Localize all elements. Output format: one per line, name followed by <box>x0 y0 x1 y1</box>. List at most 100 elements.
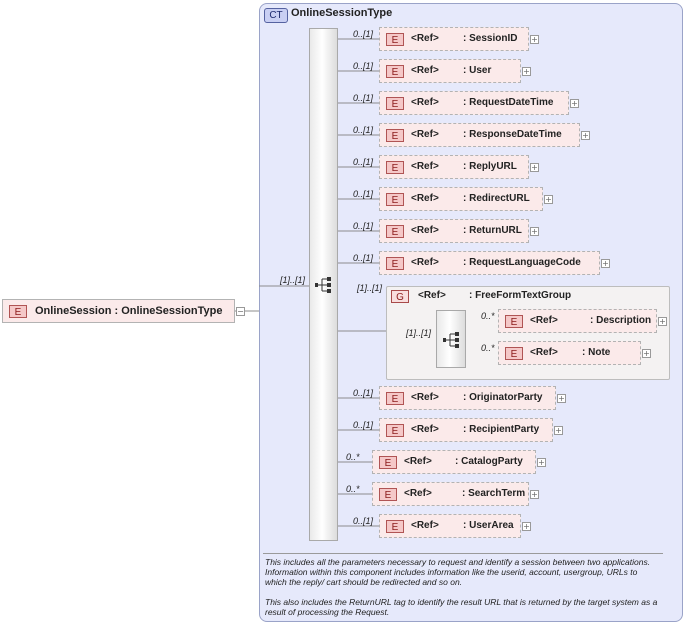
documentation-paragraph: This also includes the ReturnURL tag to … <box>265 597 658 617</box>
element-name: : UserArea <box>463 520 514 531</box>
element-badge: E <box>386 129 404 142</box>
element-row[interactable]: E <Ref> : ResponseDateTime <box>379 123 580 147</box>
element-row[interactable]: E<Ref>: User <box>379 59 521 83</box>
ref-label: <Ref> <box>411 392 439 403</box>
ref-label: <Ref> <box>411 520 439 531</box>
element-cardinality: 0..[1] <box>353 420 374 430</box>
expand-toggle[interactable]: + <box>522 522 531 531</box>
sequence-cardinality: [1]..[1] <box>280 275 306 285</box>
element-cardinality: 0..[1] <box>353 516 374 526</box>
element-cardinality: 0..* <box>346 452 360 462</box>
element-row[interactable]: E <Ref> : ReplyURL <box>379 155 529 179</box>
expand-toggle[interactable]: + <box>544 195 553 204</box>
ref-label: <Ref> <box>411 161 439 172</box>
element-badge: E <box>386 161 404 174</box>
documentation-divider <box>263 553 663 554</box>
element-cardinality: 0..[1] <box>353 29 374 39</box>
element-cardinality: 0..[1] <box>353 125 374 135</box>
ref-label: <Ref> <box>530 347 558 358</box>
ref-label: <Ref> <box>411 193 439 204</box>
expand-toggle[interactable]: + <box>522 67 531 76</box>
element-name: : RequestDateTime <box>463 97 554 108</box>
element-badge: E <box>9 305 27 318</box>
expand-toggle[interactable]: + <box>557 394 566 403</box>
element-name: : ResponseDateTime <box>463 129 562 140</box>
element-name: : Description <box>590 315 652 326</box>
group-child-cardinality: 0..* <box>481 311 495 321</box>
element-badge: E <box>386 97 404 110</box>
element-cardinality: 0..[1] <box>353 157 374 167</box>
ref-label: <Ref> <box>530 315 558 326</box>
sequence-icon <box>315 277 331 293</box>
expand-toggle[interactable]: + <box>554 426 563 435</box>
element-row[interactable]: E <Ref> : UserArea <box>379 514 521 538</box>
element-row[interactable]: E <Ref> : CatalogParty <box>372 450 536 474</box>
root-element-name: OnlineSession : OnlineSessionType <box>35 305 222 317</box>
documentation-paragraph: This includes all the parameters necessa… <box>265 557 651 587</box>
element-cardinality: 0..[1] <box>353 253 374 263</box>
complex-type-title: OnlineSessionType <box>291 7 393 19</box>
group-sequence-compositor[interactable] <box>436 310 466 368</box>
element-badge: E <box>505 347 523 360</box>
expand-toggle[interactable]: + <box>601 259 610 268</box>
root-element-type: : OnlineSessionType <box>114 305 223 317</box>
element-badge: E <box>379 488 397 501</box>
ref-label: <Ref> <box>411 129 439 140</box>
expand-toggle[interactable]: + <box>530 227 539 236</box>
ref-label: <Ref> <box>411 33 439 44</box>
ref-label: <Ref> <box>404 488 432 499</box>
element-row[interactable]: E <Ref> : RequestDateTime <box>379 91 569 115</box>
ref-label: <Ref> <box>404 456 432 467</box>
element-description[interactable]: E <Ref> : Description <box>498 309 657 333</box>
expand-toggle[interactable]: + <box>537 458 546 467</box>
element-name: : CatalogParty <box>455 456 523 467</box>
group-child-cardinality: 0..* <box>481 343 495 353</box>
ref-label: <Ref> <box>411 65 439 76</box>
root-element-online-session[interactable]: E OnlineSession : OnlineSessionType <box>2 299 235 323</box>
element-row[interactable]: E<Ref>: RecipientParty <box>379 418 553 442</box>
element-badge: E <box>386 225 404 238</box>
documentation-text: This includes all the parameters necessa… <box>265 557 660 627</box>
element-note[interactable]: E <Ref> : Note <box>498 341 641 365</box>
element-row[interactable]: E <Ref> : RedirectURL <box>379 187 543 211</box>
element-name: : Note <box>582 347 611 358</box>
expand-toggle[interactable]: + <box>530 163 539 172</box>
sequence-icon <box>443 332 459 348</box>
element-name: : ReturnURL <box>463 225 522 236</box>
expand-toggle[interactable]: + <box>530 490 539 499</box>
element-name: : ReplyURL <box>463 161 517 172</box>
element-name: : SearchTerm <box>462 488 526 499</box>
element-name: : User <box>463 65 492 76</box>
element-name: : RedirectURL <box>463 193 530 204</box>
complex-type-badge: CT <box>264 8 288 23</box>
element-name: : OriginatorParty <box>463 392 543 403</box>
group-ref-label: <Ref> <box>418 290 446 301</box>
element-row[interactable]: E<Ref>: RequestLanguageCode <box>379 251 600 275</box>
group-cardinality: [1]..[1] <box>357 283 383 293</box>
expand-toggle[interactable]: + <box>570 99 579 108</box>
expand-toggle[interactable]: + <box>581 131 590 140</box>
element-badge: E <box>379 456 397 469</box>
element-row[interactable]: E <Ref> : ReturnURL <box>379 219 529 243</box>
sequence-compositor[interactable] <box>309 28 338 541</box>
element-badge: E <box>386 193 404 206</box>
expand-toggle[interactable]: + <box>658 317 667 326</box>
element-row[interactable]: E<Ref>: OriginatorParty <box>379 386 556 410</box>
element-name: : RequestLanguageCode <box>463 257 581 268</box>
element-cardinality: 0..[1] <box>353 189 374 199</box>
element-row[interactable]: E <Ref> : SearchTerm <box>372 482 529 506</box>
expand-toggle[interactable]: + <box>530 35 539 44</box>
group-name: : FreeFormTextGroup <box>469 290 572 301</box>
ref-label: <Ref> <box>411 424 439 435</box>
expand-toggle[interactable]: + <box>642 349 651 358</box>
ref-label: <Ref> <box>411 225 439 236</box>
element-badge: E <box>505 315 523 328</box>
root-element-label: OnlineSession <box>35 305 112 317</box>
ref-label: <Ref> <box>411 97 439 108</box>
collapse-toggle[interactable]: − <box>236 307 245 316</box>
element-name: : RecipientParty <box>463 424 540 435</box>
element-cardinality: 0..[1] <box>353 221 374 231</box>
element-row[interactable]: E<Ref>: SessionID <box>379 27 529 51</box>
element-badge: E <box>386 520 404 533</box>
element-badge: E <box>386 257 404 270</box>
